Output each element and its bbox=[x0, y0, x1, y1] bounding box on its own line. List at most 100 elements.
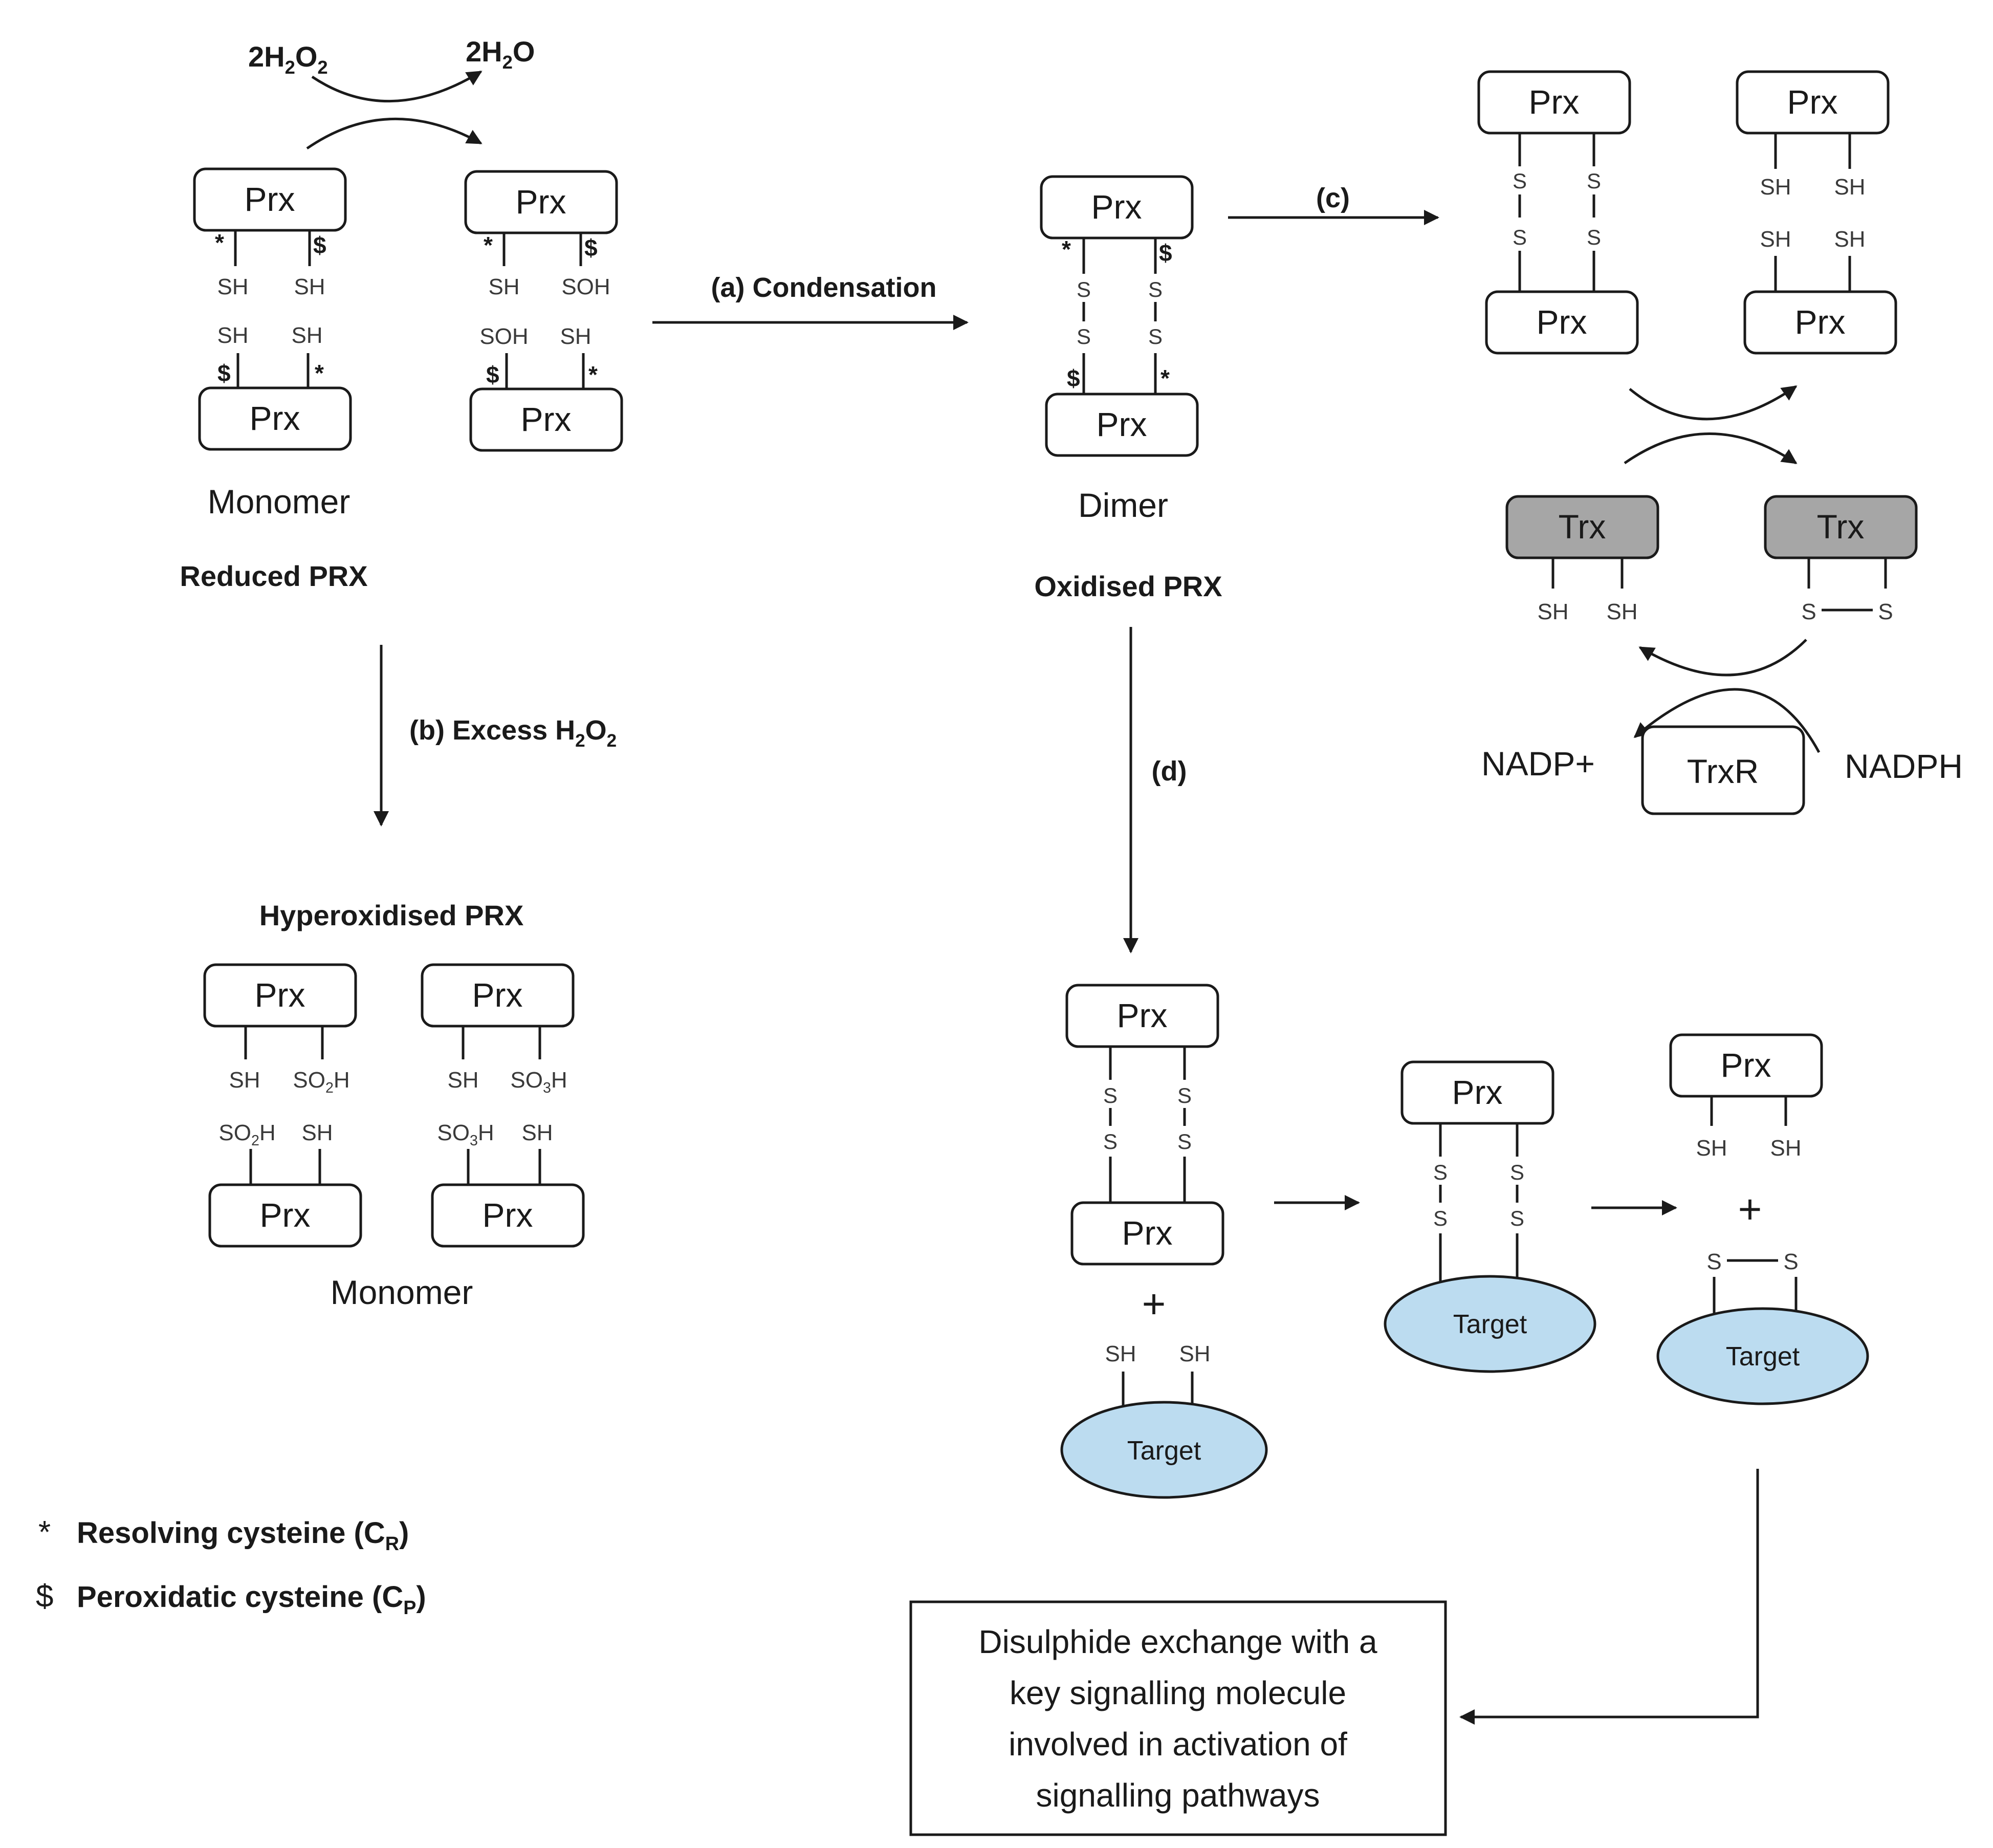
thiol-group: SH bbox=[229, 1068, 260, 1093]
prx-reduction-arrow bbox=[1629, 385, 1798, 421]
disulfide-s: S bbox=[1801, 599, 1816, 624]
prx-box bbox=[464, 170, 618, 234]
oxidised-prx-dimer: Prx * $ S S S S $ * Prx bbox=[1040, 175, 1199, 457]
reduced-prx-title: Reduced PRX bbox=[180, 560, 367, 592]
prx-label: Prx bbox=[521, 400, 572, 438]
legend-resolving-cysteine: Resolving cysteine (CR) bbox=[77, 1516, 409, 1554]
thiol-group: SH bbox=[1834, 175, 1865, 200]
reduced-prx-monomer-1: Prx * $ SH SH SH SH $ * Prx bbox=[193, 167, 352, 451]
thiol-group: SH bbox=[217, 274, 248, 299]
hyperoxidised-monomer-2: Prx SH SO3H SO3H SH Prx bbox=[421, 963, 585, 1248]
prx-box bbox=[193, 167, 347, 232]
trx-oxidation-arrow bbox=[1624, 432, 1798, 465]
h2o2-consumption-arrow bbox=[311, 70, 483, 102]
hyperoxidised-form-label: Monomer bbox=[331, 1273, 473, 1311]
nadph-oxidation-arrow bbox=[1633, 688, 1821, 753]
disulfide-s: S bbox=[1510, 1206, 1524, 1230]
prx-box bbox=[421, 963, 575, 1028]
prx-label: Prx bbox=[516, 183, 566, 221]
disulfide-s: S bbox=[1177, 1083, 1192, 1107]
prx-box bbox=[1485, 290, 1639, 355]
thiol-group: SH bbox=[1537, 599, 1568, 624]
resolving-cysteine-mark: * bbox=[1062, 236, 1071, 263]
prx-box bbox=[469, 387, 623, 452]
trx-label: Trx bbox=[1559, 508, 1606, 546]
result-box: Disulphide exchange with a key signallin… bbox=[909, 1600, 1447, 1836]
trx-box bbox=[1764, 495, 1918, 559]
nadph-label: NADPH bbox=[1845, 747, 1963, 785]
prx-label: Prx bbox=[1795, 303, 1846, 341]
thiol-group: SH bbox=[1834, 227, 1865, 252]
prx-label: Prx bbox=[1097, 405, 1147, 443]
prx-box bbox=[1400, 1060, 1554, 1125]
product-h2o: 2H2O bbox=[466, 35, 535, 73]
target-label: Target bbox=[1453, 1310, 1527, 1339]
thiol-group: SH bbox=[1179, 1341, 1210, 1366]
peroxidatic-cysteine-mark: $ bbox=[1159, 240, 1172, 266]
result-box-frame bbox=[909, 1600, 1447, 1836]
prx-label: Prx bbox=[1452, 1073, 1503, 1111]
peroxidatic-cysteine-mark: $ bbox=[217, 360, 231, 386]
trx-label: Trx bbox=[1817, 508, 1865, 546]
plus-sign: + bbox=[1738, 1186, 1762, 1232]
disulfide-s: S bbox=[1148, 277, 1163, 301]
thiol-group: SH bbox=[1606, 599, 1637, 624]
prx-label: Prx bbox=[245, 180, 295, 218]
prx-label: Prx bbox=[472, 976, 523, 1014]
nadp-label: NADP+ bbox=[1481, 745, 1595, 782]
sulfonic-acid-group: SO3H bbox=[437, 1120, 494, 1149]
trxr-label: TrxR bbox=[1687, 752, 1759, 790]
thiol-group: SH bbox=[447, 1068, 478, 1093]
result-line-3: involved in activation of bbox=[1009, 1726, 1347, 1763]
trx-box bbox=[1505, 495, 1659, 559]
thiol-group: SH bbox=[1760, 175, 1791, 200]
sulfonic-acid-group: SO3H bbox=[510, 1068, 567, 1096]
disulfide-s: S bbox=[1077, 277, 1091, 301]
target-ellipse bbox=[1060, 1401, 1268, 1499]
prx-disulfide-dimer: Prx S S S S Prx bbox=[1477, 70, 1639, 355]
reactant-h2o2: 2H2O2 bbox=[248, 40, 328, 78]
prx-dimer-signalling: Prx S S S S Prx bbox=[1065, 984, 1224, 1266]
prx-box bbox=[198, 386, 352, 451]
prx-target-complex: Prx S S S S Target bbox=[1384, 1060, 1596, 1373]
thiol-group: SH bbox=[521, 1120, 553, 1145]
legend-dollar-mark: $ bbox=[36, 1579, 53, 1614]
step-d-label: (d) bbox=[1152, 756, 1187, 787]
prx-label: Prx bbox=[1117, 996, 1168, 1034]
prx-box bbox=[1045, 393, 1199, 457]
target-label: Target bbox=[1726, 1342, 1800, 1372]
sulfinic-acid-group: SO2H bbox=[218, 1120, 275, 1149]
thiol-group: SH bbox=[1760, 227, 1791, 252]
prx-label: Prx bbox=[250, 399, 300, 437]
prx-box bbox=[1477, 70, 1631, 135]
prx-label: Prx bbox=[1721, 1046, 1771, 1084]
trx-reduced: Trx SH SH bbox=[1505, 495, 1659, 624]
thiol-group: SH bbox=[291, 323, 322, 348]
result-line-4: signalling pathways bbox=[1036, 1777, 1320, 1814]
trx-oxidised: Trx S S bbox=[1764, 495, 1918, 624]
hyperoxidised-prx-title: Hyperoxidised PRX bbox=[259, 899, 524, 931]
sulfinic-acid-group: SO2H bbox=[293, 1068, 349, 1096]
hyperoxidised-monomer-1: Prx SH SO2H SO2H SH Prx bbox=[203, 963, 362, 1248]
legend: * Resolving cysteine (CR) $ Peroxidatic … bbox=[36, 1515, 426, 1618]
disulfide-s: S bbox=[1177, 1129, 1192, 1154]
peroxidatic-cysteine-mark: $ bbox=[584, 234, 598, 261]
step-c-label: (c) bbox=[1316, 183, 1350, 213]
result-arrow bbox=[1459, 1469, 1759, 1725]
oxidised-form-label: Dimer bbox=[1078, 486, 1168, 524]
reduced-form-label: Monomer bbox=[208, 483, 351, 520]
result-line-2: key signalling molecule bbox=[1010, 1675, 1346, 1711]
disulfide-s: S bbox=[1513, 169, 1527, 193]
disulfide-s: S bbox=[1706, 1249, 1721, 1274]
prx-box bbox=[208, 1183, 362, 1248]
prx-label: Prx bbox=[1091, 188, 1142, 226]
prx-box bbox=[1040, 175, 1194, 240]
disulfide-s: S bbox=[1103, 1083, 1118, 1107]
prx-box bbox=[1736, 70, 1890, 135]
resolving-cysteine-mark: * bbox=[1160, 365, 1170, 392]
thiol-group: SH bbox=[488, 274, 519, 299]
disulfide-s: S bbox=[1587, 225, 1601, 249]
trx-regeneration-arrow bbox=[1638, 639, 1807, 677]
disulfide-s: S bbox=[1587, 169, 1601, 193]
